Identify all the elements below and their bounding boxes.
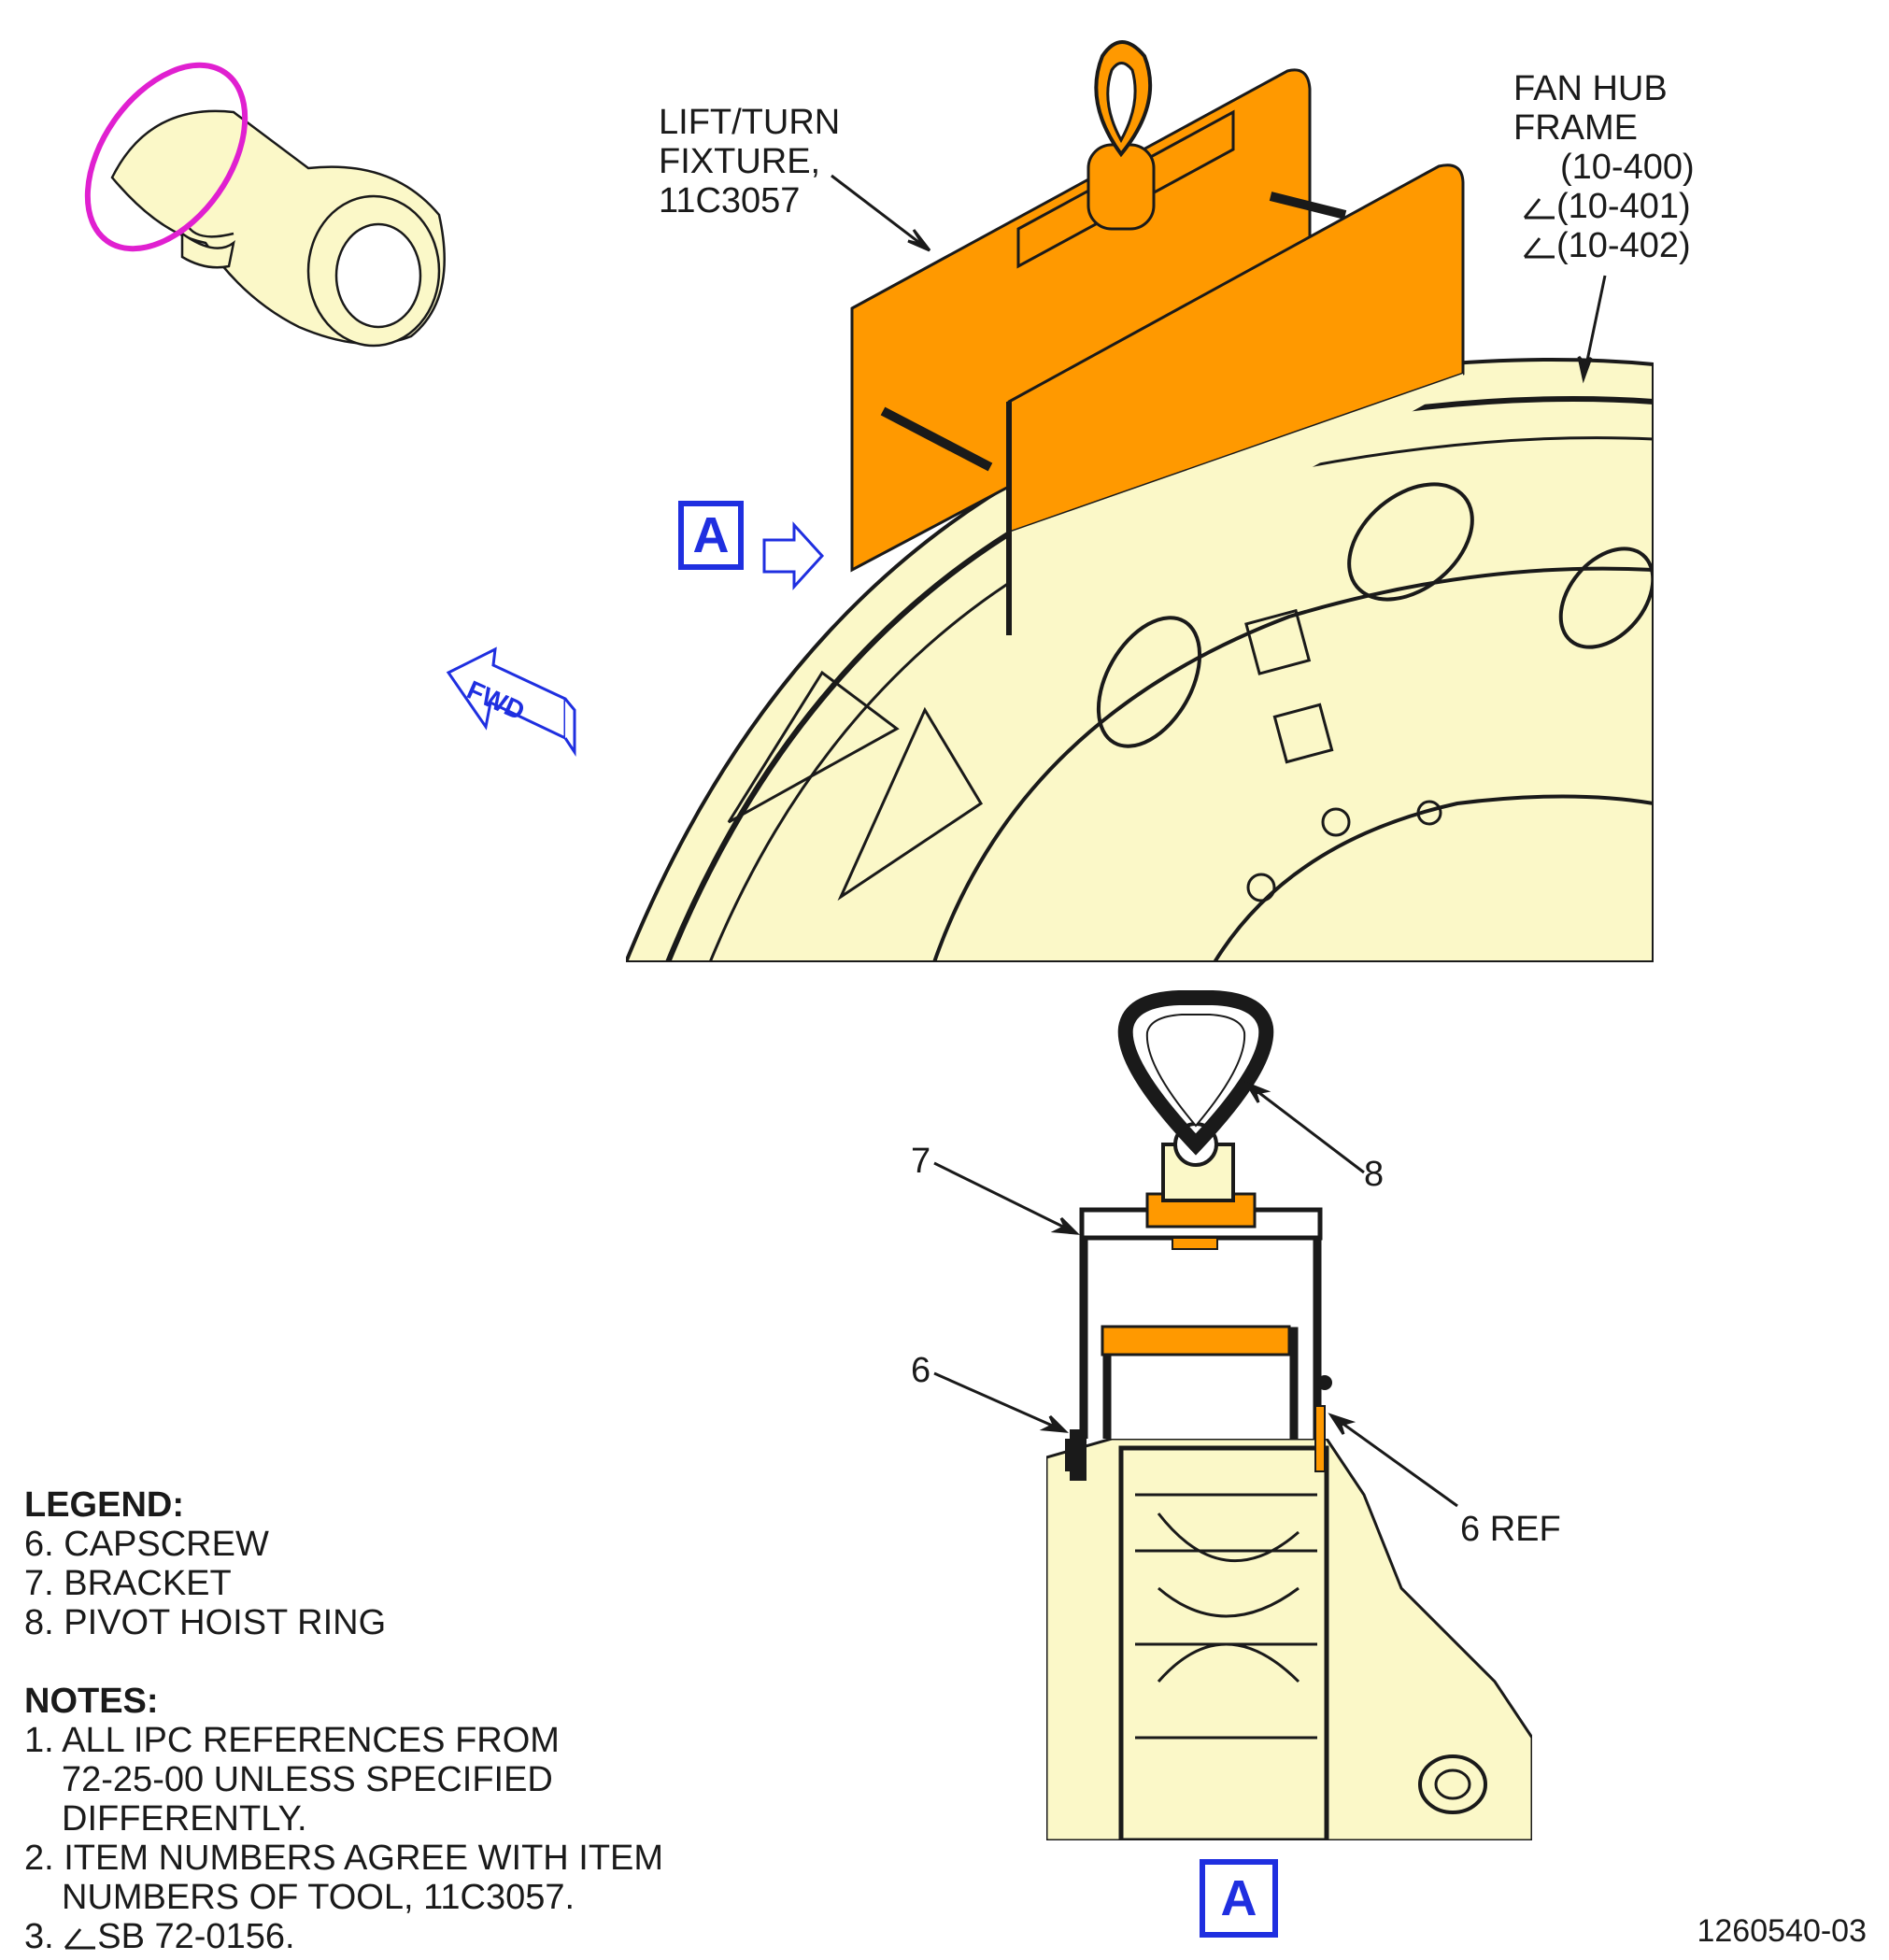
note-1-line: 72-25-00 UNLESS SPECIFIED (62, 1760, 553, 1799)
note-1-line: 1. ALL IPC REFERENCES FROM (24, 1721, 560, 1760)
note-2-line: NUMBERS OF TOOL, 11C3057. (62, 1878, 575, 1917)
view-a-label-top: A (678, 501, 744, 570)
fixture-callout: LIFT/TURN FIXTURE, 11C3057 (659, 103, 841, 220)
engine-locator-icon (84, 62, 446, 348)
fan-hub-frame-view (626, 358, 1654, 962)
legend: LEGEND: 6. CAPSCREW 7. BRACKET 8. PIVOT … (24, 1485, 386, 1642)
capscrew-left (1065, 1429, 1087, 1481)
triangle-modification-icon (1523, 237, 1555, 259)
fan-hub-callout: FAN HUB FRAME (10-400) (10-401) (10-402) (1513, 69, 1695, 265)
item-8-callout: 8 (1364, 1155, 1385, 1194)
legend-title: LEGEND: (24, 1485, 184, 1525)
legend-item: 7. BRACKET (24, 1564, 232, 1603)
section-view-a (933, 990, 1532, 1840)
notes: NOTES: 1. ALL IPC REFERENCES FROM 72-25-… (24, 1682, 663, 1956)
triangle-modification-icon (64, 1928, 96, 1950)
view-a-label-bottom: A (1200, 1859, 1278, 1938)
lift-turn-fixture (850, 40, 1465, 635)
note-3: 3. SB 72-0156. (24, 1917, 295, 1956)
figure-id: 1260540-03 (1697, 1913, 1867, 1949)
capscrew-right-ref (1314, 1375, 1332, 1472)
note-1-line: DIFFERENTLY. (62, 1799, 307, 1839)
legend-item: 6. CAPSCREW (24, 1525, 269, 1564)
item-7-callout: 7 (911, 1142, 931, 1181)
fwd-arrow-icon (446, 646, 576, 757)
triangle-modification-icon (1523, 198, 1555, 220)
pivot-hoist-ring (1117, 990, 1274, 1156)
item-6-ref-callout: 6 REF (1460, 1510, 1561, 1549)
legend-item: 8. PIVOT HOIST RING (24, 1603, 387, 1642)
view-arrow-icon (762, 521, 825, 590)
item-6-callout: 6 (911, 1351, 931, 1390)
note-2-line: 2. ITEM NUMBERS AGREE WITH ITEM (24, 1839, 664, 1878)
notes-title: NOTES: (24, 1682, 159, 1721)
leader-lines-top (831, 174, 1607, 384)
